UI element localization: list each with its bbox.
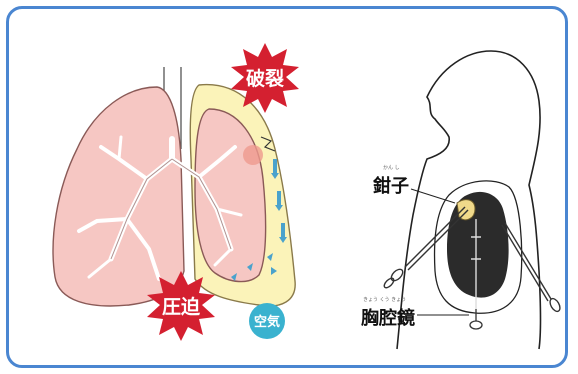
diagram-canvas: 破裂 圧迫 空気 <box>9 9 568 368</box>
air-bubble: 空気 <box>249 303 285 339</box>
diagram-frame: 破裂 圧迫 空気 <box>6 6 568 368</box>
thoracoscopy-illustration: かん し 鉗子 きょう くう きょう 胸腔鏡 <box>361 51 562 349</box>
compression-label: 圧迫 <box>162 295 200 318</box>
forceps-ruby: かん し <box>383 164 400 171</box>
thoracoscope-label: 胸腔鏡 <box>361 307 415 329</box>
left-lung <box>53 87 184 306</box>
forceps-label: 鉗子 <box>373 175 409 197</box>
thoracoscope-ruby: きょう くう きょう <box>363 296 406 303</box>
air-label: 空気 <box>254 314 280 330</box>
rupture-point <box>243 145 263 165</box>
lung-dark-area <box>447 192 509 298</box>
lung-illustration: 破裂 圧迫 空気 <box>53 43 299 341</box>
rupture-label: 破裂 <box>246 68 284 90</box>
